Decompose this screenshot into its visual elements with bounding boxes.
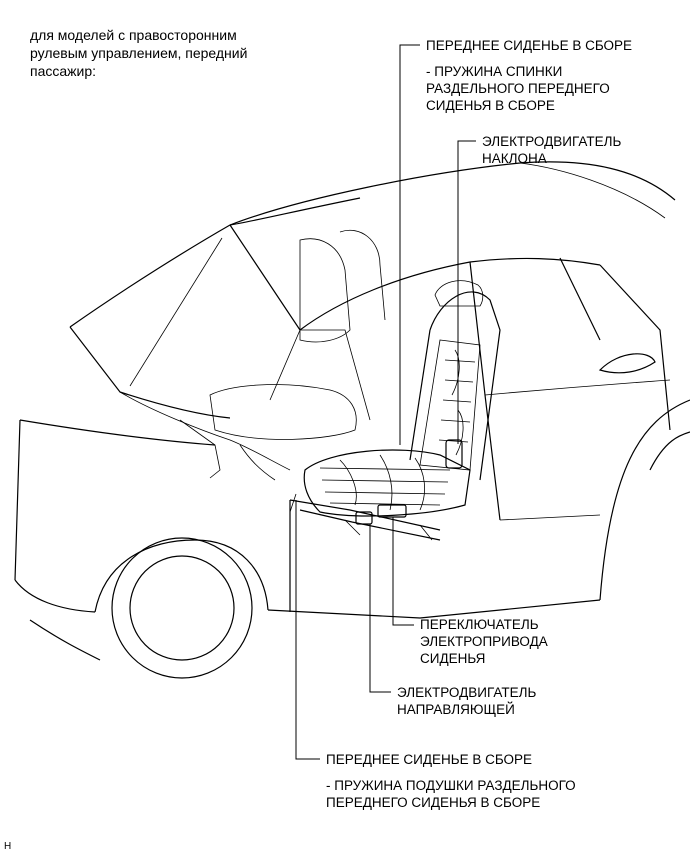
page-heading: для моделей с правосторонним рулевым упр… (30, 27, 248, 79)
front-passenger-seat (289, 280, 501, 541)
label-seatback-spring: - ПРУЖИНА СПИНКИ РАЗДЕЛЬНОГО ПЕРЕДНЕГО С… (426, 64, 610, 113)
car-body-outline (14, 161, 690, 679)
leader-lines (295, 44, 476, 760)
label-cushion-spring: - ПРУЖИНА ПОДУШКИ РАЗДЕЛЬНОГО ПЕРЕДНЕГО … (326, 778, 576, 810)
label-front-seat-assembly-top: ПЕРЕДНЕЕ СИДЕНЬЕ В СБОРЕ (426, 38, 633, 53)
label-front-seat-assembly-bottom: ПЕРЕДНЕЕ СИДЕНЬЕ В СБОРЕ (326, 752, 533, 767)
corner-mark: H (4, 841, 12, 852)
label-power-seat-switch: ПЕРЕКЛЮЧАТЕЛЬ ЭЛЕКТРОПРИВОДА СИДЕНЬЯ (420, 617, 548, 666)
label-slide-motor: ЭЛЕКТРОДВИГАТЕЛЬ НАПРАВЛЯЮЩЕЙ (397, 685, 537, 717)
dashboard-and-rear-seat (119, 230, 386, 481)
